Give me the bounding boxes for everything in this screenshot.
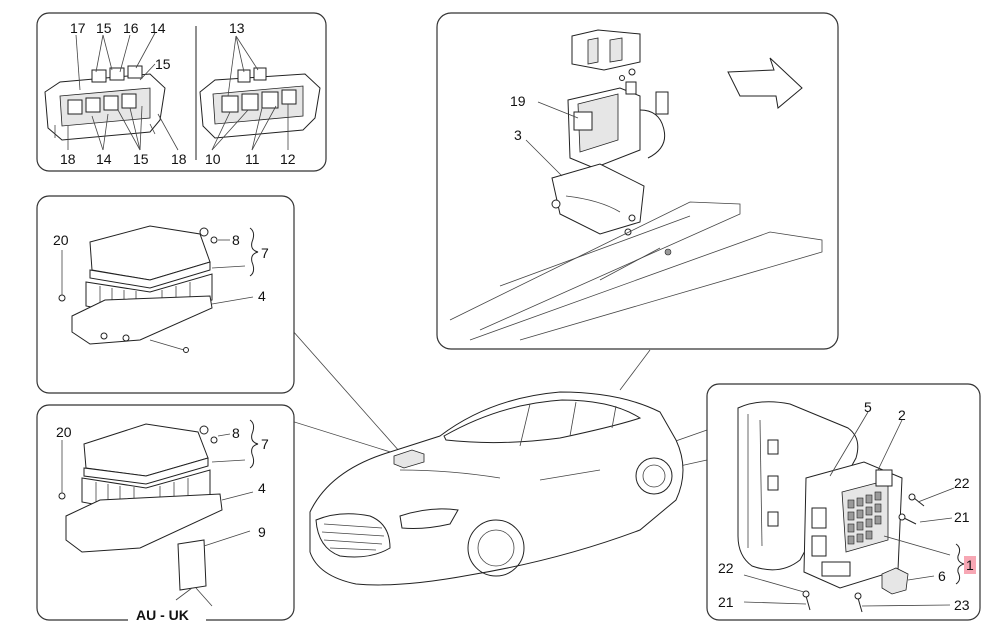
label-11: 11 bbox=[245, 151, 260, 167]
fuse-label-1: 1 bbox=[966, 557, 974, 573]
ecu-lower-label-8: 8 bbox=[232, 425, 240, 441]
ecu-upper-label-20: 20 bbox=[53, 232, 69, 248]
label-14-top: 14 bbox=[150, 20, 166, 36]
leader-lines-top-left bbox=[67, 32, 289, 151]
right-relay-unit bbox=[199, 67, 321, 139]
fuse-label-6: 6 bbox=[938, 568, 946, 584]
panel-fuse-box: 5 2 22 21 1 6 22 21 23 bbox=[706, 383, 981, 621]
label-10: 10 bbox=[205, 151, 221, 167]
ecu-lower-label-20: 20 bbox=[56, 424, 72, 440]
engine-bay-label-3: 3 bbox=[514, 127, 522, 143]
fuse-label-21-top: 21 bbox=[954, 509, 970, 525]
left-relay-unit bbox=[44, 65, 166, 141]
label-15-bottom: 15 bbox=[133, 151, 149, 167]
fuse-label-22-bottom: 22 bbox=[718, 560, 734, 576]
label-13: 13 bbox=[229, 20, 245, 36]
panel-ecu-upper: 20 8 7 4 bbox=[36, 195, 295, 394]
grille bbox=[321, 523, 385, 551]
car-illustration bbox=[309, 391, 684, 586]
fuse-grid bbox=[847, 491, 882, 545]
leader-lines-fuse-box bbox=[743, 411, 955, 607]
label-16: 16 bbox=[123, 20, 139, 36]
panel-relay-units: 17 15 16 14 15 18 14 15 18 13 10 11 12 bbox=[36, 12, 327, 172]
ecu-lower-label-9: 9 bbox=[258, 524, 266, 540]
market-note-au-uk: AU - UK bbox=[136, 607, 189, 623]
fuse-label-5: 5 bbox=[864, 399, 872, 415]
label-17: 17 bbox=[70, 20, 86, 36]
ecu-upper-label-4: 4 bbox=[258, 288, 266, 304]
label-15-top: 15 bbox=[96, 20, 112, 36]
label-12: 12 bbox=[280, 151, 296, 167]
label-18-right: 18 bbox=[171, 151, 187, 167]
ecu-upper-label-8: 8 bbox=[232, 232, 240, 248]
label-18-left: 18 bbox=[60, 151, 76, 167]
panel-engine-bay: 19 3 bbox=[436, 12, 839, 350]
fuse-box-screws bbox=[802, 493, 925, 613]
ecu-lower-label-7: 7 bbox=[261, 436, 269, 452]
label-15-right: 15 bbox=[155, 56, 171, 72]
fuse-label-23: 23 bbox=[954, 597, 970, 613]
highlight-group-1 bbox=[964, 556, 976, 574]
label-14-bottom: 14 bbox=[96, 151, 112, 167]
ecu-lower-label-4: 4 bbox=[258, 480, 266, 496]
panel-ecu-lower: 20 8 7 4 9 AU - UK bbox=[36, 404, 295, 624]
fuse-label-21-bottom: 21 bbox=[718, 594, 734, 610]
fuse-label-22-top: 22 bbox=[954, 475, 970, 491]
ecu-upper-label-7: 7 bbox=[261, 245, 269, 261]
engine-bay-label-19: 19 bbox=[510, 93, 526, 109]
fuse-label-2: 2 bbox=[898, 407, 906, 423]
